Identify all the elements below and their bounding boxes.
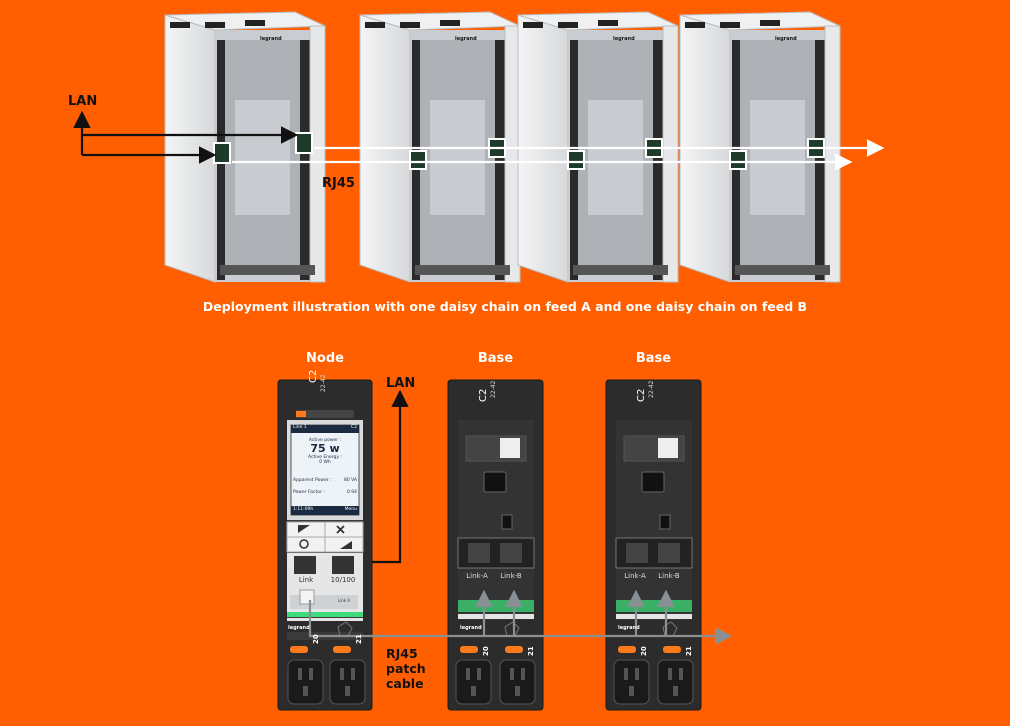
screen-header-right: C2 [350,425,357,430]
base1-outlet-21: 21 [527,646,535,656]
screen-footer-left: 1:11:09h [293,507,314,512]
node-port-sublabel: Link A [337,598,351,603]
base2-outlet-21: 21 [685,646,693,656]
lan-label-top: LAN [68,94,98,109]
rj45-label-top: RJ45 [322,176,355,191]
node-outlet-20: 20 [312,634,320,644]
base1-port-label-b: Link-B [500,572,522,580]
active-energy-label: Active Energy : [307,455,343,460]
base2-range: 22-42 [648,380,655,398]
base2-port-label-a: Link-A [624,572,646,580]
rack-4-brand: legrand [775,36,797,42]
patch-cable-label: RJ45 patch cable [386,646,426,691]
screen-header: Line 1 C2 [293,425,357,430]
power-factor-row: Power Factor : 0.94 [293,490,357,495]
rack-1-brand: legrand [260,36,282,42]
active-power-value: 75 w [310,442,340,455]
patch-cable-line-3: cable [386,676,424,691]
pdu-base-2 [605,379,702,711]
rack-2-brand: legrand [455,36,477,42]
screen-footer: 1:11:09h Menu [293,507,357,512]
node-port-label-link: Link [298,576,314,584]
lan-connector-top [73,110,299,164]
screen-header-left: Line 1 [293,425,307,430]
deployment-caption: Deployment illustration with one daisy c… [202,299,808,314]
rack-1 [164,11,326,283]
base1-range: 22-42 [490,380,497,398]
unit-title-base-2: Base [635,351,672,366]
rj45-patch-cable [308,589,733,645]
base1-outlet-20: 20 [482,646,490,656]
node-outlet-21: 21 [355,634,363,644]
base1-brand: legrand [460,625,482,631]
base1-type-code: C2 [478,388,489,402]
base2-brand: legrand [618,625,640,631]
rj45-port-markers [213,132,825,170]
base2-outlet-20: 20 [640,646,648,656]
pdu-base-1 [447,379,544,711]
apparent-power-label: Apparent Power : [293,478,332,483]
patch-cable-line-1: RJ45 [386,646,418,661]
node-type-code: C2 [308,369,319,383]
base2-port-label-b: Link-B [658,572,680,580]
screen-body: Active power : 75 w Active Energy : 0 Wh [291,438,359,465]
unit-title-node: Node [306,351,344,366]
base1-port-label-a: Link-A [466,572,488,580]
power-factor-value: 0.94 [346,490,357,495]
lan-label-bottom: LAN [386,376,416,391]
node-range: 22-42 [320,374,327,392]
patch-cable-line-2: patch [386,661,426,676]
node-port-label-10-100: 10/100 [330,576,356,584]
screen-footer-right: Menu [344,507,357,512]
unit-title-base-1: Base [477,351,514,366]
active-energy-value: 0 Wh [319,460,331,465]
apparent-power-value: 80 VA [343,478,357,483]
lan-connector-bottom [372,389,409,564]
power-factor-label: Power Factor : [293,490,325,495]
active-power-label: Active power : [308,438,342,443]
rack-2 [359,11,521,283]
node-brand: legrand [288,625,310,631]
apparent-power-row: Apparent Power : 80 VA [293,478,357,483]
rack-3-brand: legrand [613,36,635,42]
base2-type-code: C2 [636,388,647,402]
pdu-node [277,379,373,711]
